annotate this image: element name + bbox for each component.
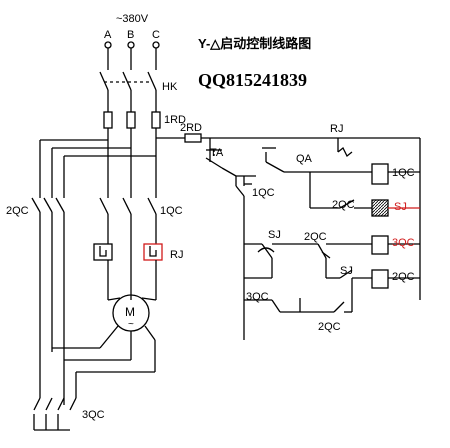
supply-label: ~380V — [116, 13, 149, 25]
label-ta: TA — [210, 147, 224, 159]
rj-contact-top — [337, 137, 420, 158]
coil-1qc — [371, 163, 389, 185]
label-1qc-coil: 1QC — [392, 167, 415, 179]
label-2qc-ctrl: 2QC — [332, 199, 355, 211]
label-3qc-bottom: 3QC — [82, 409, 105, 421]
contactor-1qc-main — [99, 197, 157, 215]
phase-label-c: C — [152, 29, 160, 41]
label-1rd: 1RD — [164, 114, 186, 126]
terminal-b — [127, 41, 135, 49]
fuses-1rd — [103, 111, 161, 129]
label-rj-top: RJ — [330, 123, 343, 135]
label-3qc-coil: 3QC — [392, 237, 415, 249]
label-rj-heater: RJ — [170, 249, 183, 261]
diagram-title: Y-△启动控制线路图 — [198, 36, 311, 51]
phase-label-b: B — [127, 29, 134, 41]
contactor-2qc-left — [31, 197, 65, 213]
motor-sub-label: ~ — [128, 319, 134, 330]
rj-heater-left — [93, 243, 113, 261]
label-2qc-left: 2QC — [6, 205, 29, 217]
terminal-a — [104, 41, 112, 49]
label-sj-coil: SJ — [394, 201, 407, 213]
label-hk: HK — [162, 81, 178, 93]
label-sj-mid: SJ — [340, 265, 353, 277]
coil-3qc — [371, 235, 389, 255]
label-2qc-bottom: 2QC — [318, 321, 341, 333]
watermark-text: QQ815241839 — [198, 70, 307, 90]
fuse-2rd — [184, 133, 202, 143]
contactor-3qc-ctrl — [244, 299, 300, 313]
label-1qc-aux: 1QC — [252, 187, 275, 199]
sj-delay-left — [244, 243, 275, 279]
label-2qc-mid: 2QC — [304, 231, 327, 243]
contactor-2qc-mid — [300, 243, 331, 278]
coil-sj — [371, 199, 389, 217]
contactor-2qc-bottom — [299, 278, 353, 313]
label-2rd: 2RD — [180, 122, 202, 134]
contactor-2qc-ctrl — [310, 199, 372, 209]
contactor-1qc-aux — [235, 176, 252, 210]
label-1qc-main: 1QC — [160, 205, 183, 217]
sj-delay-mid — [326, 269, 372, 279]
label-3qc-ctrl: 3QC — [246, 291, 269, 303]
coil-2qc — [371, 269, 389, 289]
label-qa: QA — [296, 153, 313, 165]
rj-heater-right — [143, 243, 163, 261]
terminal-c — [152, 41, 160, 49]
label-sj-left: SJ — [268, 229, 281, 241]
ta-stop-button — [205, 138, 237, 177]
motor-label: M — [125, 305, 135, 319]
contactor-3qc-bottom — [33, 397, 77, 431]
label-2qc-coil: 2QC — [392, 271, 415, 283]
qa-start-button — [236, 147, 310, 177]
hk-switch — [99, 71, 157, 91]
phase-label-a: A — [104, 29, 112, 41]
